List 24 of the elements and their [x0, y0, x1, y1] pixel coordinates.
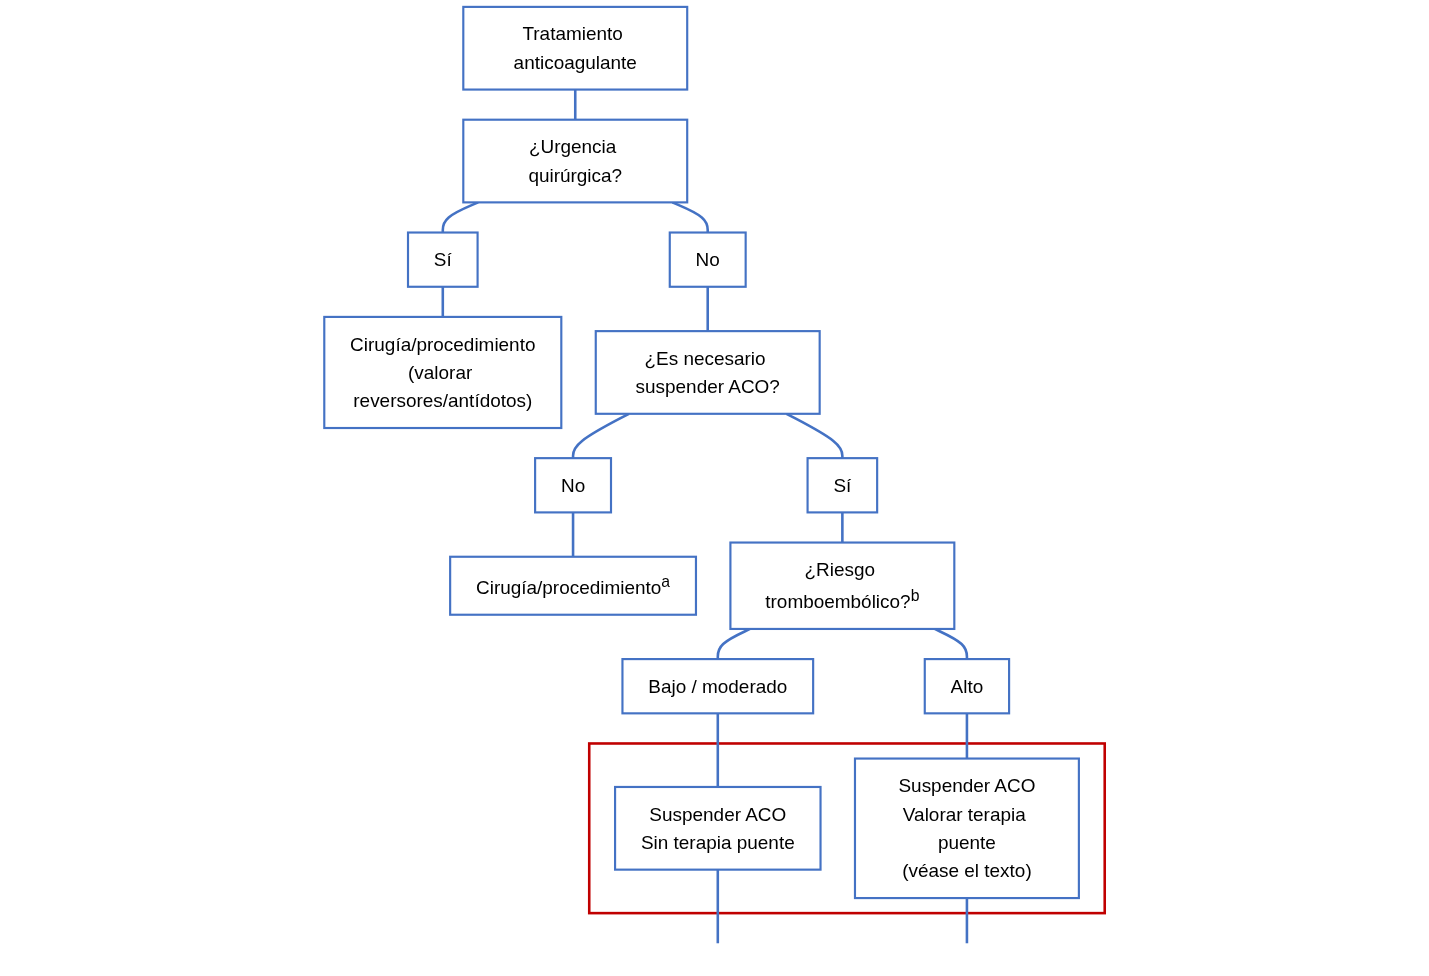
node-box: No [534, 457, 613, 514]
cluster [587, 742, 1106, 915]
node-box: Cirugía/procedimiento$^{a}$ [449, 555, 698, 616]
node-box: ¿Urgencia quirúrgica? [462, 118, 689, 204]
node-box: Tratamiento anticoagulante [462, 5, 689, 91]
connector [716, 869, 720, 944]
node-box: No [668, 231, 747, 288]
connector [841, 512, 844, 543]
node-box: Sí [806, 457, 879, 514]
connector [573, 89, 577, 120]
connector [441, 286, 445, 317]
node-box: ¿Riesgo tromboembólico?$^{b}$ [729, 541, 956, 630]
node-box: Cirugía/procedimiento (valorar reversores/antídotos) [323, 315, 563, 430]
connector [965, 898, 969, 944]
node-box: Sí [406, 231, 479, 288]
node-box: Suspender ACO Valorar terapia puente (véase el texto) [853, 757, 1080, 900]
connector [965, 713, 969, 759]
node-box: Suspender ACO Sin terapia puente [614, 785, 822, 871]
node-box: Alto [923, 658, 1011, 715]
node-box: Bajo / moderado [621, 658, 815, 715]
connector [706, 286, 709, 332]
connector [716, 713, 720, 787]
node-box: ¿Es necesario suspender ACO? [594, 330, 821, 415]
connector [571, 512, 575, 557]
